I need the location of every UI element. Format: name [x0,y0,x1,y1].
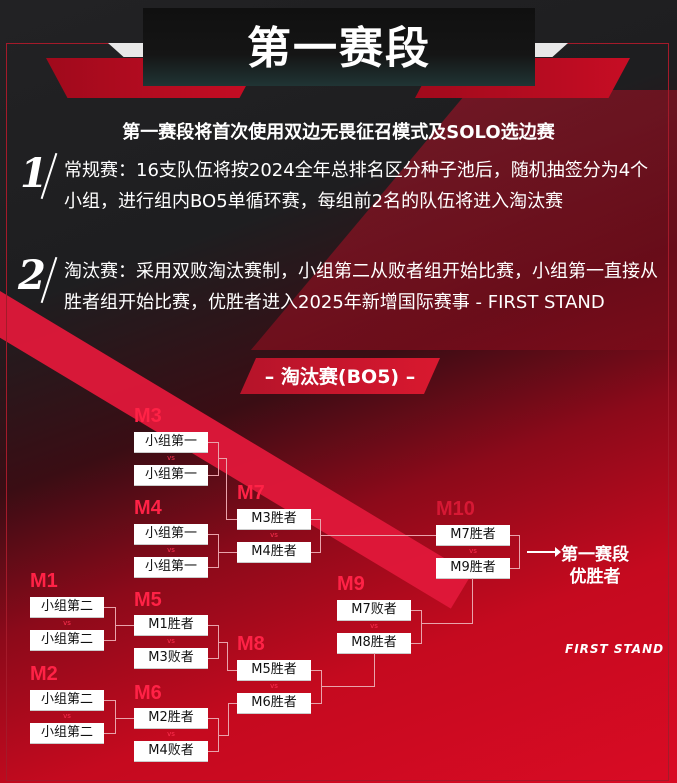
match-m5-team-b: M3败者 [134,648,208,668]
vs-label: vs [370,622,378,630]
match-m5-team-a: M1胜者 [134,615,208,635]
vs-label: vs [167,637,175,645]
match-label-m5: M5 [134,589,162,611]
match-m6-team-b: M4败者 [134,741,208,761]
match-label-m8: M8 [237,633,265,655]
match-m3-team-a: 小组第一 [134,432,208,452]
match-m3-team-b: 小组第一 [134,465,208,485]
vs-label: vs [469,547,477,555]
match-m8-team-b: M6胜者 [237,693,311,713]
first-stand-logo: FIRST STAND [565,642,665,656]
match-m8-team-a: M5胜者 [237,660,311,680]
match-label-m6: M6 [134,682,162,704]
match-label-m3: M3 [134,405,162,427]
page-title: 第一赛段 [247,23,431,74]
knockout-banner [240,358,440,394]
winner-line-1: 第一赛段 [561,545,629,565]
match-m10-team-b: M9胜者 [436,558,510,578]
knockout-title: – 淘汰赛(BO5) – [264,366,416,388]
title-panel [143,8,535,86]
match-m2-team-a: 小组第二 [30,690,104,710]
subtitle: 第一赛段将首次使用双边无畏征召模式及SOLO选边赛 [122,122,555,143]
match-label-m9: M9 [337,573,365,595]
vs-label: vs [63,712,71,720]
rule-text-1: 常规赛：16支队伍将按2024全年总排名区分种子池后，随机抽签分为4个小组，进行… [64,160,649,212]
match-m6-team-a: M2胜者 [134,708,208,728]
match-m2-team-b: 小组第二 [30,723,104,743]
vs-label: vs [270,531,278,539]
vs-label: vs [270,682,278,690]
rule-number-2: 2 [18,252,46,299]
rule-text-2: 淘汰赛：采用双败淘汰赛制，小组第二从败者组开始比赛，小组第一直接从胜者组开始比赛… [64,261,658,313]
match-label-m4: M4 [134,497,162,519]
winner-line-2: 优胜者 [569,567,621,587]
vs-label: vs [167,454,175,462]
stage-winner: 第一赛段 优胜者 [561,544,629,588]
match-label-m10: M10 [436,498,475,520]
match-m4-team-a: 小组第一 [134,524,208,544]
match-m10-team-a: M7胜者 [436,525,510,545]
match-m4-team-b: 小组第一 [134,557,208,577]
match-label-m7: M7 [237,482,265,504]
frame-border [6,43,669,781]
vs-label: vs [63,619,71,627]
vs-label: vs [167,546,175,554]
match-label-m1: M1 [30,570,58,592]
match-label-m2: M2 [30,663,58,685]
match-m7-team-a: M3胜者 [237,509,311,529]
vs-label: vs [167,730,175,738]
arrow-right-icon [527,547,561,557]
match-m1-team-b: 小组第二 [30,630,104,650]
match-m7-team-b: M4胜者 [237,542,311,562]
match-m1-team-a: 小组第二 [30,597,104,617]
match-m9-team-b: M8胜者 [337,633,411,653]
match-m9-team-a: M7败者 [337,600,411,620]
